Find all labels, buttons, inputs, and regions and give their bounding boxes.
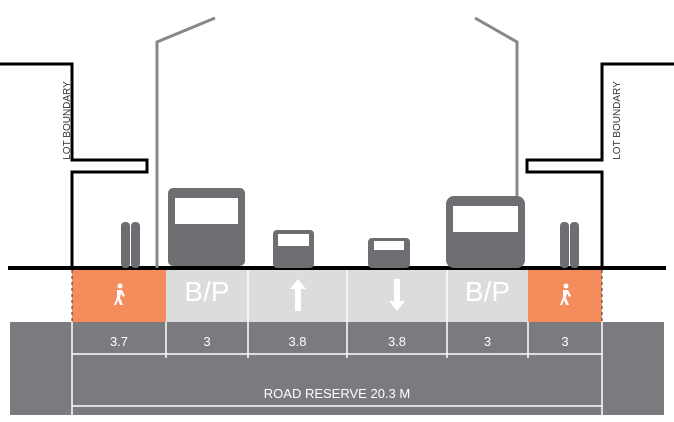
lane-label: B/P bbox=[184, 276, 230, 307]
width-label: 3.8 bbox=[387, 334, 407, 349]
lane-dividers bbox=[71, 270, 603, 415]
width-label: 3 bbox=[561, 334, 569, 349]
width-label: 3.8 bbox=[288, 334, 307, 349]
direction-arrows bbox=[290, 279, 405, 311]
road-reserve-label: ROAD RESERVE 20.3 M bbox=[263, 386, 411, 401]
width-label: 3 bbox=[483, 334, 492, 349]
building-right bbox=[525, 62, 674, 268]
pedestrian-icon bbox=[563, 283, 569, 289]
lot-lines bbox=[71, 270, 603, 322]
building-left bbox=[0, 62, 149, 268]
vehicles bbox=[121, 188, 579, 268]
lane-label: B/P bbox=[464, 276, 511, 307]
dimension-band bbox=[10, 322, 664, 415]
street-lamps bbox=[155, 16, 519, 268]
pedestrian-icon bbox=[117, 283, 123, 289]
pedestrian-icons bbox=[114, 283, 571, 305]
lot-boundary-right: LOT BOUNDARY bbox=[611, 81, 623, 160]
lot-boundary-left: LOT BOUNDARY bbox=[61, 81, 73, 160]
arrow-down-icon bbox=[389, 279, 405, 311]
width-label: 3.7 bbox=[109, 334, 129, 349]
width-label: 3 bbox=[203, 334, 211, 349]
arrow-up-icon bbox=[290, 279, 306, 311]
